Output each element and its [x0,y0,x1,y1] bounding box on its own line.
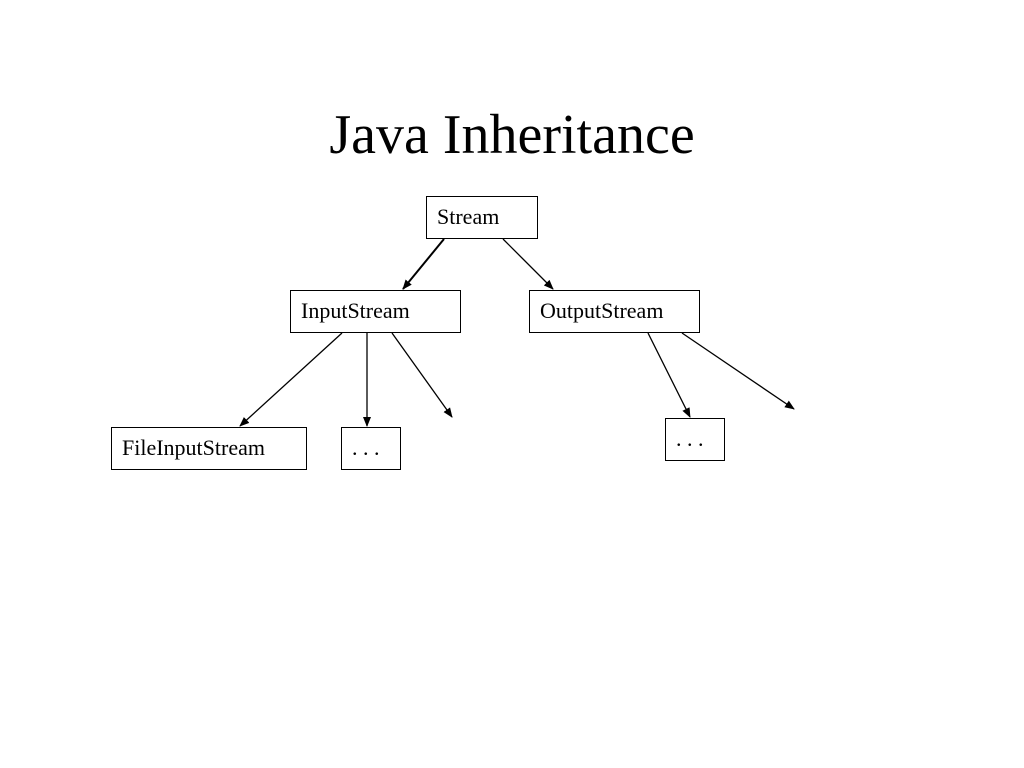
node-fileinputstream: FileInputStream [111,427,307,470]
edge-stream-to-outputstream [502,238,554,290]
edge-inputstream-to-unlabeled [391,332,453,418]
node-output-more: . . . [665,418,725,461]
edge-outputstream-to-more [647,332,691,418]
node-outputstream: OutputStream [529,290,700,333]
edge-outputstream-to-unlabeled [681,332,795,410]
node-stream: Stream [426,196,538,239]
node-input-more: . . . [341,427,401,470]
node-inputstream: InputStream [290,290,461,333]
page-title: Java Inheritance [329,104,695,166]
edge-stream-to-inputstream [402,238,445,290]
edge-inputstream-to-fileinputstream [239,332,343,427]
